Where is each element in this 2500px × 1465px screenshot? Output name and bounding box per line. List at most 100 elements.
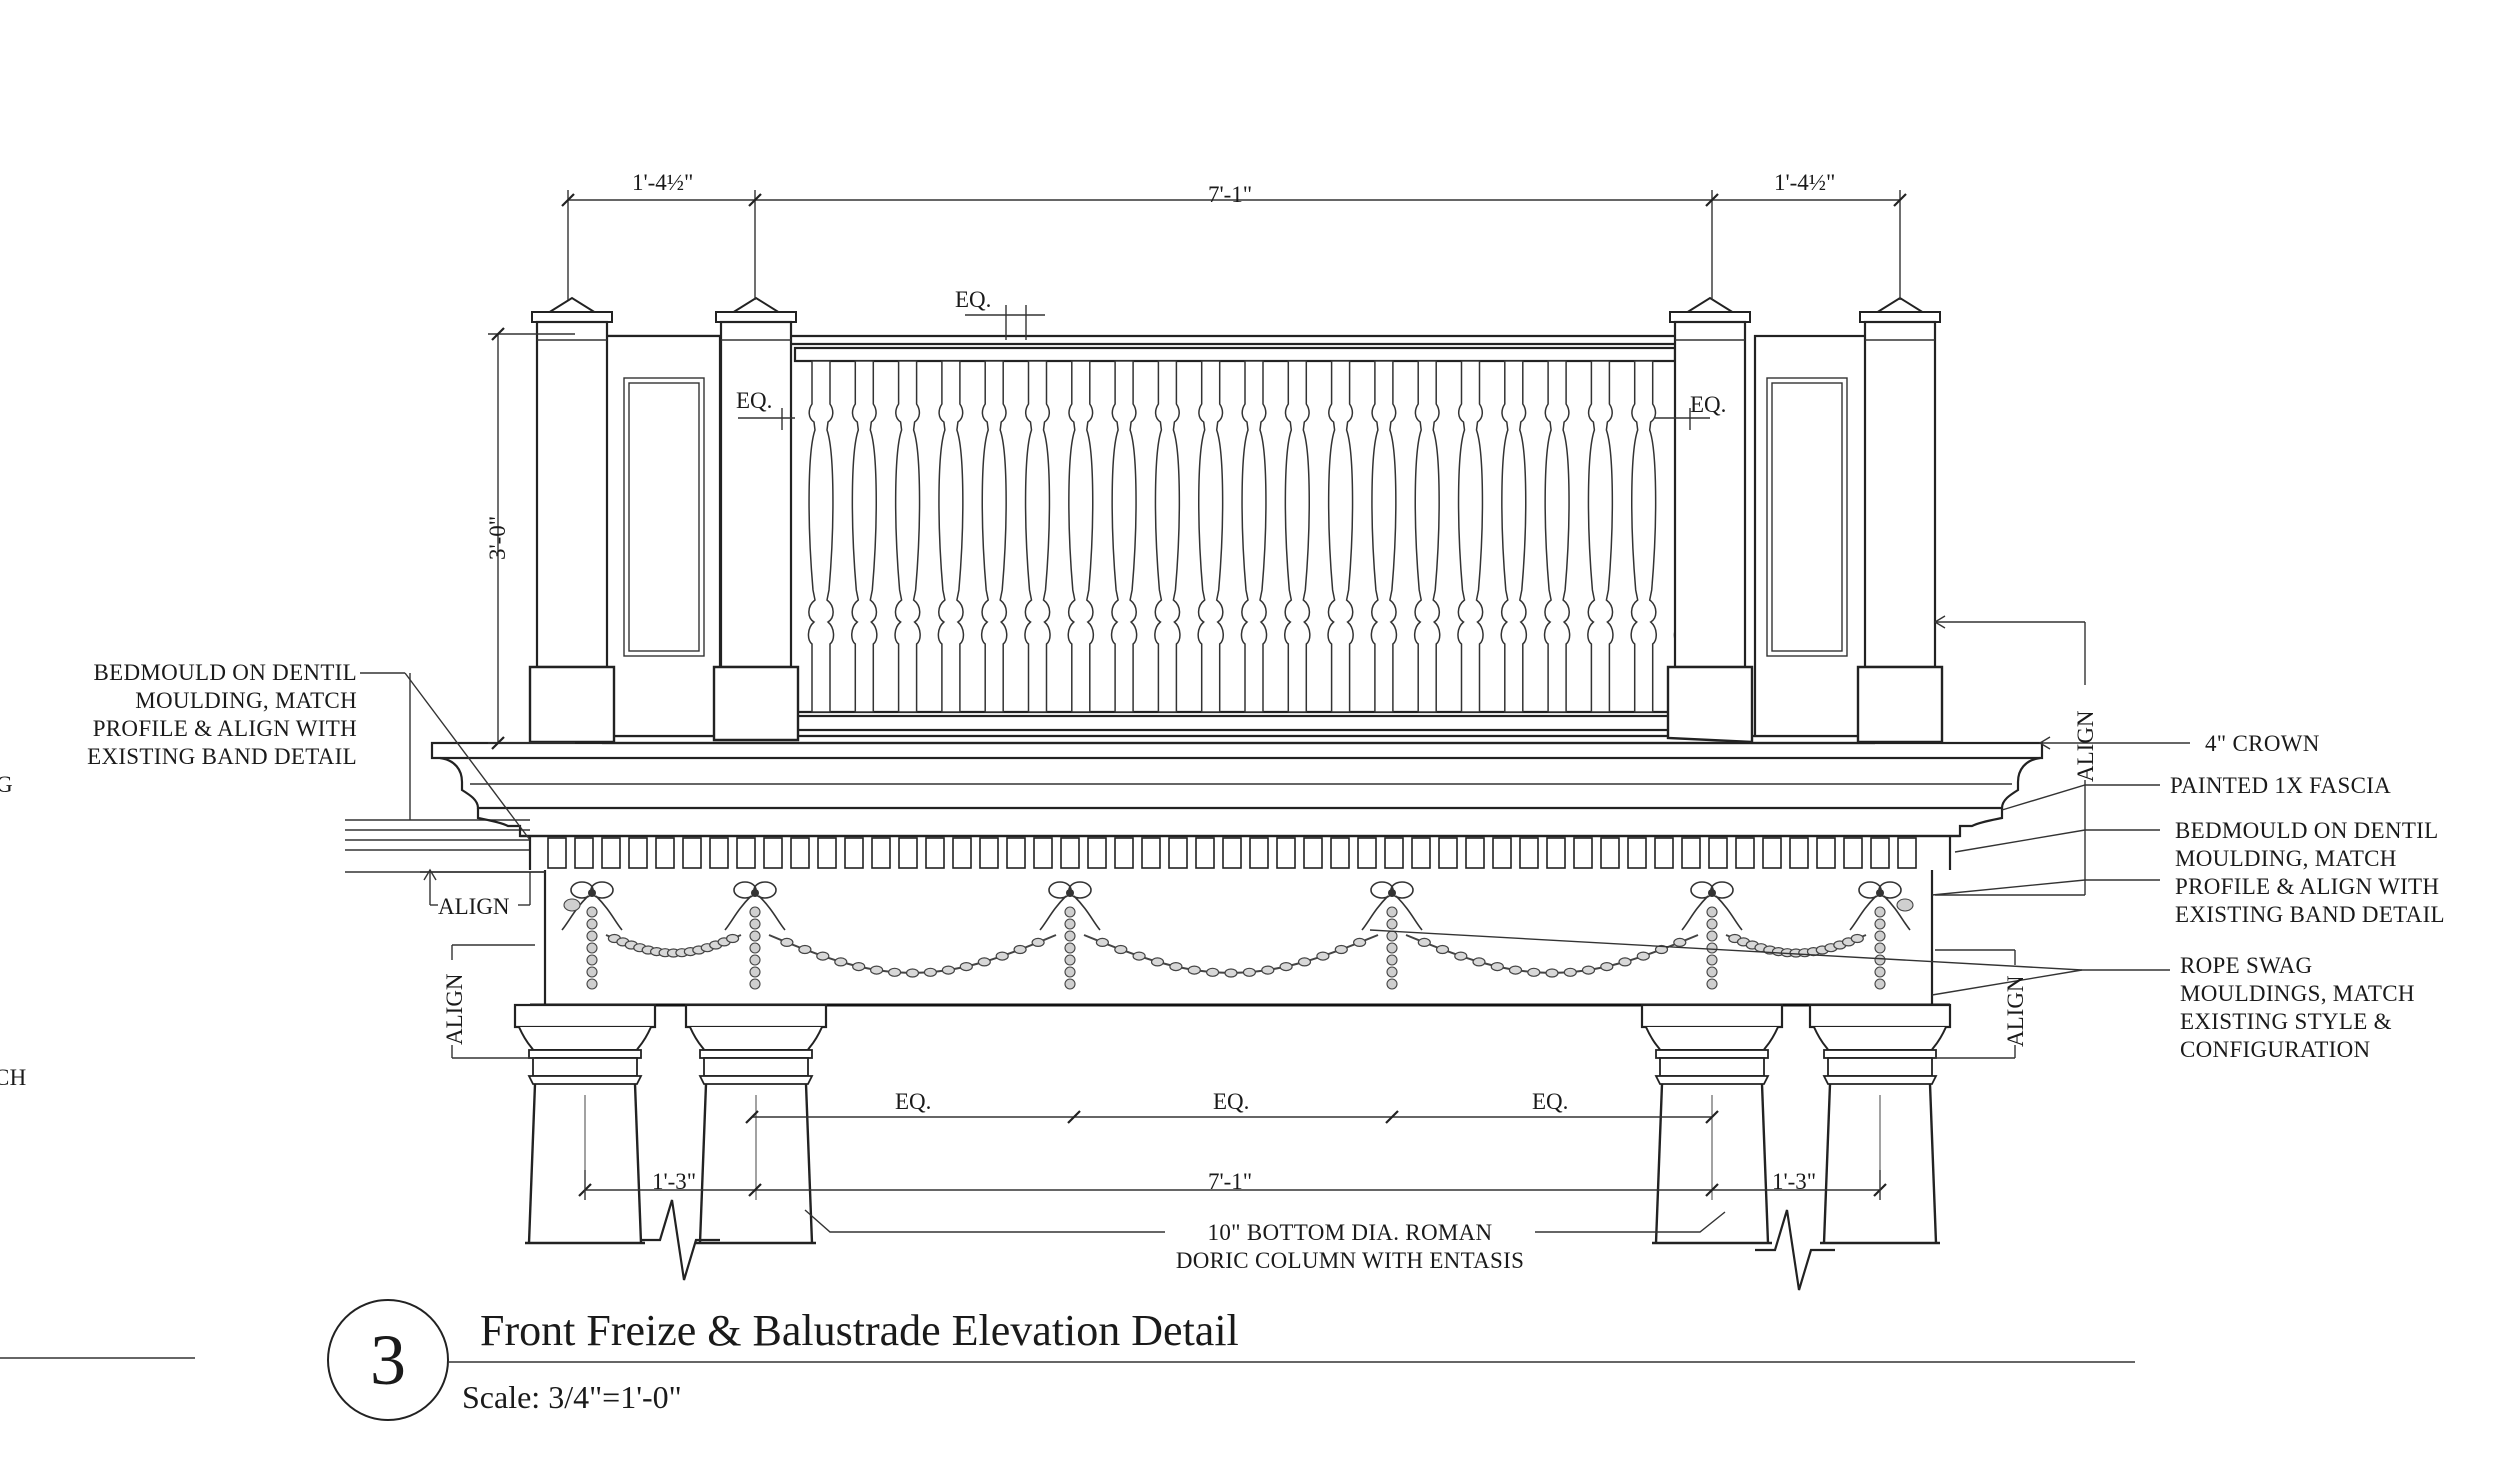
dentil [1168, 837, 1188, 869]
swag-leaf [1454, 951, 1468, 961]
dentil [655, 837, 675, 869]
dentil [763, 837, 783, 869]
baluster [1543, 360, 1571, 713]
note-left-line: MOULDING, MATCH [135, 688, 357, 713]
pendant-leaf [1706, 930, 1718, 942]
pendant-leaf [1874, 942, 1886, 954]
bow-ribbon [1849, 895, 1911, 931]
note-column: 10" BOTTOM DIA. ROMAN DORIC COLUMN WITH … [1176, 1220, 1524, 1273]
detail-bubble [327, 1299, 449, 1421]
baluster [937, 360, 965, 713]
column-break-lines [640, 1199, 1835, 1291]
swag-leaf [977, 957, 991, 967]
column-necking [1659, 1057, 1765, 1077]
swag-leaf [905, 968, 920, 978]
pendant-leaf [1386, 942, 1398, 954]
note-fascia: PAINTED 1X FASCIA [2170, 773, 2391, 798]
swag-leaf [1132, 951, 1146, 961]
swag-leaf [1636, 951, 1650, 961]
pendant-leaf [586, 930, 598, 942]
swag-leaf [887, 967, 902, 977]
cornice [430, 741, 2044, 870]
pendant-leaf [1874, 906, 1886, 918]
swag-leaf [1352, 937, 1367, 948]
pendant-leaf [1706, 942, 1718, 954]
pier-panel-right [1753, 334, 1875, 738]
swag-leaf [1545, 968, 1559, 978]
pendant-leaf [1386, 918, 1398, 930]
note-right-line: PROFILE & ALIGN WITH [2175, 874, 2439, 899]
dentil [1897, 837, 1917, 869]
dim-top-left: 1'-4½" [632, 170, 693, 195]
note-right-line: BEDMOULD ON DENTIL [2175, 818, 2438, 843]
note-swag-line: CONFIGURATION [2180, 1037, 2371, 1062]
swag-leaf [1490, 961, 1504, 972]
align-right-upper: ALIGN [2073, 710, 2098, 782]
align-left-lower: ALIGN [442, 973, 467, 1045]
existing-band [345, 819, 545, 873]
column-shaft-right [633, 1083, 643, 1244]
note-column-line: 10" BOTTOM DIA. ROMAN [1208, 1220, 1493, 1245]
baluster [1630, 360, 1657, 713]
pendant-leaf [749, 954, 761, 966]
dim-bottom-right: 1'-3" [1772, 1169, 1816, 1194]
swag-leaf [1316, 951, 1330, 961]
pier-panel-left [600, 334, 722, 738]
drawing-scale: Scale: 3/4"=1'-0" [462, 1379, 682, 1415]
swag-leaf [1095, 937, 1110, 948]
bow-ribbon [561, 895, 623, 931]
newel-base [1666, 665, 1754, 744]
swag-leaf [780, 937, 794, 948]
pendant-leaf [749, 906, 761, 918]
swag-leaf [1013, 944, 1027, 955]
column-shaft-right [1760, 1083, 1770, 1244]
dentil [1708, 837, 1728, 869]
pendant-leaf [1874, 930, 1886, 942]
dentil [1816, 837, 1836, 869]
dentil [1195, 837, 1215, 869]
swag-leaf [1600, 961, 1614, 972]
baluster [1154, 360, 1181, 713]
dentil [1276, 837, 1296, 869]
pendant-leaf [1706, 978, 1718, 990]
swag-leaf [798, 944, 812, 955]
column-shaft-right [1928, 1083, 1938, 1244]
dentil [736, 837, 756, 869]
pendant-leaf [1064, 930, 1076, 942]
dentil [601, 837, 621, 869]
baluster [1024, 360, 1051, 713]
baluster [1327, 360, 1354, 713]
dimension-lines [420, 190, 2086, 1200]
dentil-course [547, 837, 1917, 869]
dentil [1114, 837, 1134, 869]
dentil [574, 837, 594, 869]
dentil [1546, 837, 1566, 869]
detail-number: 3 [370, 1320, 406, 1400]
pendant-leaf [1874, 954, 1886, 966]
title-block: 3 Front Freize & Balustrade Elevation De… [0, 1299, 2135, 1421]
dentil [1411, 837, 1431, 869]
bow-knot [1708, 889, 1716, 897]
swag-leaf [1508, 965, 1523, 975]
dentil [1465, 837, 1485, 869]
dentil [1357, 837, 1377, 869]
newel-cap-band [1669, 311, 1751, 323]
column-abacus [1640, 1003, 1784, 1029]
column-shaft-left [1822, 1083, 1832, 1244]
pendant-leaf [1064, 906, 1076, 918]
dentil [682, 837, 702, 869]
dentil [1330, 837, 1350, 869]
pendant-leaf [1064, 966, 1076, 978]
column-necking [532, 1057, 638, 1077]
baluster [1457, 360, 1484, 713]
rope-swag-ornament [561, 881, 1914, 990]
balustrade [602, 334, 1875, 745]
column-shaft-left [698, 1083, 708, 1244]
newel-posts [528, 296, 1944, 744]
swag-rope [768, 934, 1057, 975]
column-astragal [698, 1075, 814, 1085]
swag-leaf [1261, 965, 1275, 975]
dentil [1870, 837, 1890, 869]
swag-leaf [1224, 968, 1238, 978]
pendant-leaf [749, 930, 761, 942]
